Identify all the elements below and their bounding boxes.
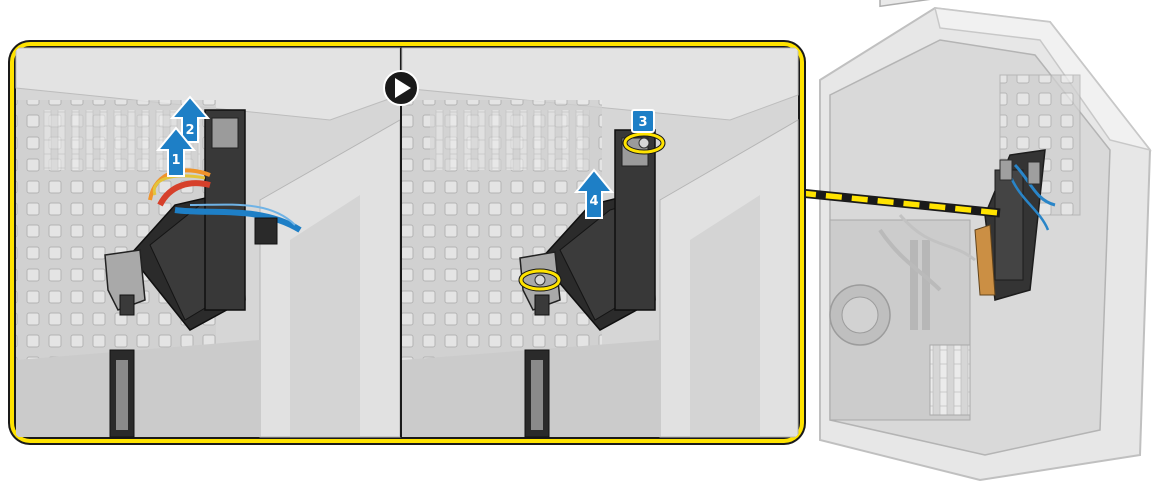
step-4-label: 4 <box>589 194 598 209</box>
step-1-label: 1 <box>171 153 180 168</box>
step-3-label: 3 <box>638 115 647 130</box>
step-panel-right <box>402 48 798 437</box>
play-next-icon <box>384 71 418 105</box>
step-panel-left <box>16 48 400 437</box>
computer-tower <box>820 0 1150 480</box>
square-badge-icon: 3 <box>632 110 654 132</box>
callout-panel: 2 1 3 4 <box>8 40 806 445</box>
step-2-label: 2 <box>185 123 194 138</box>
